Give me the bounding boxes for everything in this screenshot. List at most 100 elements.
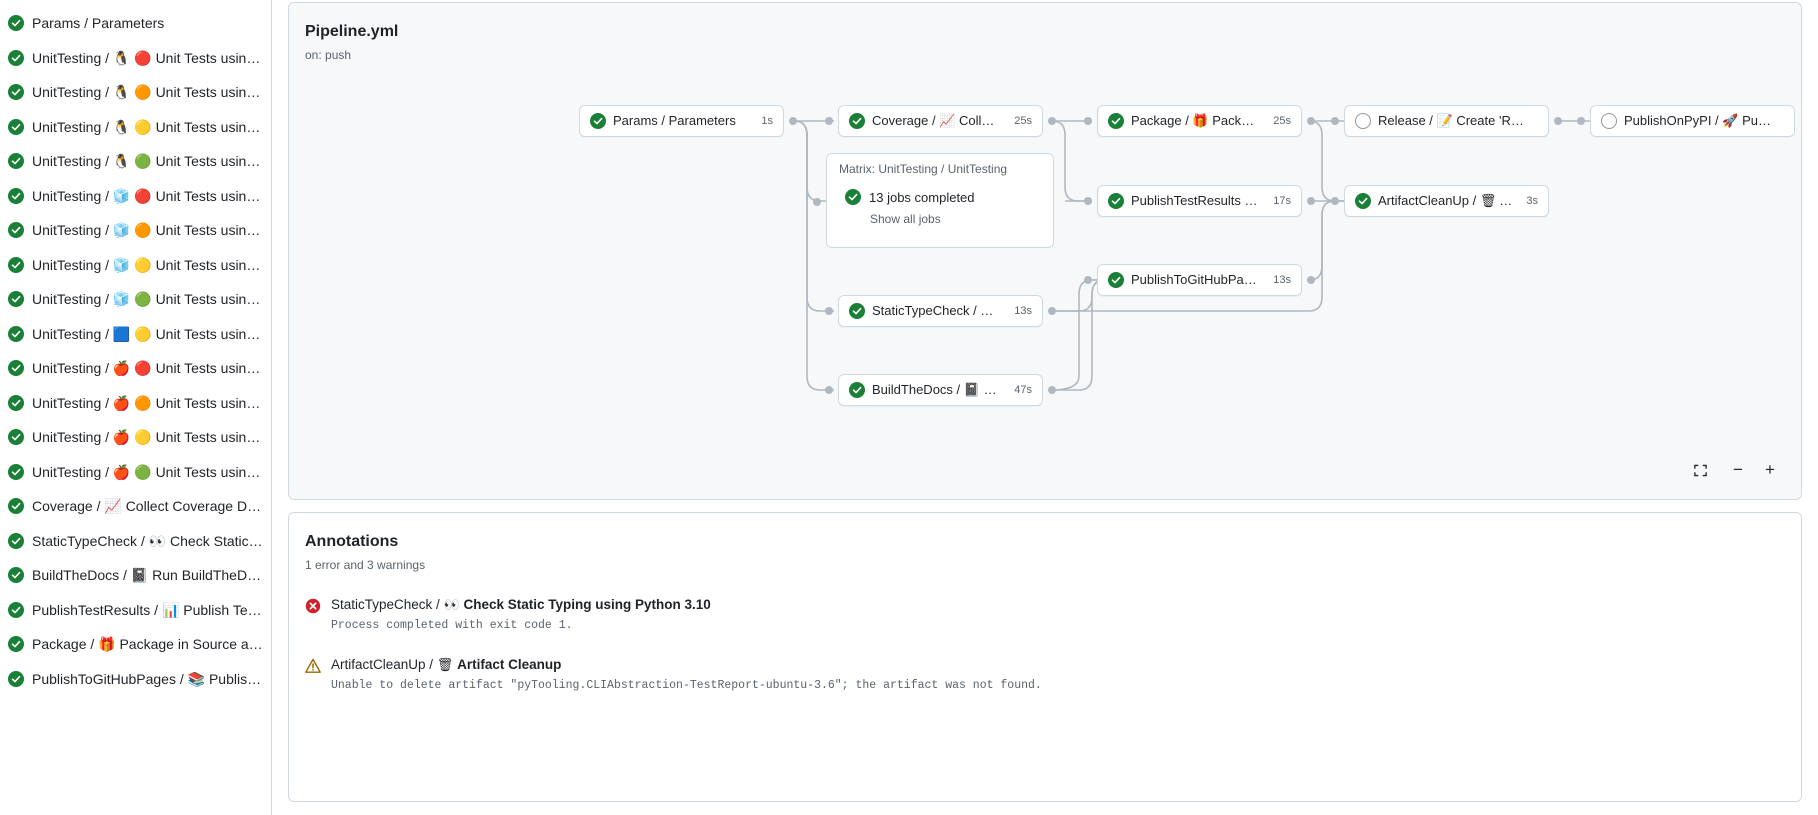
node-input-port <box>1084 197 1092 205</box>
sidebar-item-job[interactable]: UnitTesting / 🐧 🟡 Unit Tests using Pyth… <box>0 110 271 145</box>
show-all-jobs-link[interactable]: Show all jobs <box>870 212 941 226</box>
success-check-icon <box>8 601 24 618</box>
matrix-group-body: 13 jobs completed Show all jobs <box>827 177 1053 226</box>
node-output-port <box>1048 386 1056 394</box>
node-input-port <box>1577 117 1585 125</box>
node-output-port <box>1307 276 1315 284</box>
success-check-icon <box>8 360 24 377</box>
sidebar-item-label: UnitTesting / 🧊 🟠 Unit Tests using Pyth… <box>32 222 263 239</box>
matrix-summary-row[interactable]: 13 jobs completed <box>845 189 1053 205</box>
graph-node-label: Coverage / 📈 Collect Cove… <box>872 113 1001 128</box>
eyes-icon: 👀 <box>443 597 460 612</box>
jobs-sidebar[interactable]: Params / Parameters UnitTesting / 🐧 🔴 Un… <box>0 0 272 815</box>
sidebar-item-label: PublishTestResults / 📊 Publish Test Resu… <box>32 601 263 618</box>
graph-node-package[interactable]: Package / 🎁 Package in So… 25s <box>1084 105 1315 137</box>
sidebar-item-label: UnitTesting / 🍎 🟢 Unit Tests using Pyth… <box>32 463 263 480</box>
annotations-card: Annotations 1 error and 3 warnings Stati… <box>288 512 1802 802</box>
success-check-icon <box>8 84 24 101</box>
success-check-icon <box>8 670 24 687</box>
annotation-heading: StaticTypeCheck / 👀 Check Static Typing … <box>331 595 711 614</box>
sidebar-item-job[interactable]: UnitTesting / 🍎 🔴 Unit Tests using Pyth… <box>0 351 271 386</box>
sidebar-item-job[interactable]: PublishToGitHubPages / 📚 Publish to G… <box>0 662 271 697</box>
graph-node-label: Params / Parameters <box>613 113 736 128</box>
graph-node-duration: 17s <box>1273 195 1291 207</box>
graph-node-duration: 25s <box>1273 115 1291 127</box>
node-output-port <box>1307 117 1315 125</box>
sidebar-item-label: StaticTypeCheck / 👀 Check Static Typing… <box>32 532 263 549</box>
annotation-item-warning[interactable]: ArtifactCleanUp / 🗑 Artifact Cleanup Una… <box>305 655 1785 694</box>
graph-node-publishtestresults[interactable]: PublishTestResults / 📊 Pu… 17s <box>1084 185 1315 217</box>
annotations-title: Annotations <box>305 533 399 550</box>
node-input-port <box>1331 197 1339 205</box>
graph-node-label: Release / 📝 Create 'Release P… <box>1378 113 1525 128</box>
workflow-graph-card[interactable]: Pipeline.yml on: push <box>288 2 1802 500</box>
node-output-port <box>789 117 797 125</box>
sidebar-item-label: UnitTesting / 🐧 🟡 Unit Tests using Pyth… <box>32 118 263 135</box>
node-input-port <box>813 198 821 206</box>
success-check-icon <box>8 498 24 515</box>
zoom-out-button[interactable]: − <box>1733 460 1743 479</box>
graph-node-duration: 13s <box>1273 274 1291 286</box>
main-content: Pipeline.yml on: push <box>272 0 1818 815</box>
annotations-summary: 1 error and 3 warnings <box>305 558 426 572</box>
sidebar-item-job[interactable]: UnitTesting / 🐧 🔴 Unit Tests using Pyth… <box>0 41 271 76</box>
sidebar-item-job[interactable]: PublishTestResults / 📊 Publish Test Resu… <box>0 593 271 628</box>
zoom-buttons-group[interactable]: − + <box>1725 458 1783 482</box>
graph-node-label: PublishOnPyPI / 🚀 Publish to … <box>1624 113 1771 128</box>
graph-zoom-controls[interactable]: − + <box>1687 458 1783 482</box>
sidebar-item-label: UnitTesting / 🐧 🟠 Unit Tests using Pyth… <box>32 84 263 101</box>
sidebar-item-job[interactable]: UnitTesting / 🧊 🟡 Unit Tests using Pyth… <box>0 248 271 283</box>
graph-node-release[interactable]: Release / 📝 Create 'Release P… <box>1331 105 1562 137</box>
graph-node-publishonpypi[interactable]: PublishOnPyPI / 🚀 Publish to … <box>1577 105 1795 137</box>
sidebar-item-job[interactable]: Package / 🎁 Package in Source and Wh… <box>0 627 271 662</box>
sidebar-item-job[interactable]: StaticTypeCheck / 👀 Check Static Typing… <box>0 524 271 559</box>
graph-node-duration: 25s <box>1014 115 1032 127</box>
graph-node-buildthedocs[interactable]: BuildTheDocs / 📓 Run Buil… 47s <box>825 374 1056 406</box>
annotation-step-name: Check Static Typing using Python 3.10 <box>463 597 711 612</box>
pending-circle-icon <box>1355 113 1371 129</box>
graph-node-label: ArtifactCleanUp / 🗑 Artifac… <box>1378 193 1513 208</box>
sidebar-item-job[interactable]: UnitTesting / 🧊 🟢 Unit Tests using Pyth… <box>0 282 271 317</box>
annotation-job: ArtifactCleanUp / <box>331 657 437 672</box>
success-check-icon <box>8 636 24 653</box>
sidebar-item-job[interactable]: Coverage / 📈 Collect Coverage Data usi… <box>0 489 271 524</box>
sidebar-item-job[interactable]: UnitTesting / 🟦 🟡 Unit Tests using Pyth… <box>0 317 271 352</box>
annotation-text-block: StaticTypeCheck / 👀 Check Static Typing … <box>331 595 711 634</box>
graph-node-params[interactable]: Params / Parameters 1s <box>579 105 797 137</box>
success-check-icon <box>8 118 24 135</box>
sidebar-item-label: BuildTheDocs / 📓 Run BuildTheDocs <box>32 567 263 584</box>
trash-icon: 🗑 <box>436 657 454 672</box>
success-check-icon <box>849 382 865 398</box>
success-check-icon <box>845 189 861 205</box>
sidebar-item-label: UnitTesting / 🐧 🔴 Unit Tests using Pyth… <box>32 49 263 66</box>
sidebar-item-job[interactable]: Params / Parameters <box>0 6 271 41</box>
sidebar-item-job[interactable]: UnitTesting / 🍎 🟡 Unit Tests using Pyth… <box>0 420 271 455</box>
graph-canvas[interactable]: Params / Parameters 1s Coverage / 📈 Coll… <box>289 3 1801 499</box>
sidebar-item-label: Coverage / 📈 Collect Coverage Data usi… <box>32 498 263 515</box>
graph-node-statictypecheck[interactable]: StaticTypeCheck / 👀 Chec… 13s <box>825 295 1056 327</box>
fullscreen-icon[interactable] <box>1687 458 1713 482</box>
matrix-group-unittesting[interactable]: Matrix: UnitTesting / UnitTesting 13 job… <box>813 153 1054 248</box>
graph-node-coverage[interactable]: Coverage / 📈 Collect Cove… 25s <box>825 105 1056 137</box>
sidebar-item-job[interactable]: UnitTesting / 🐧 🟠 Unit Tests using Pyth… <box>0 75 271 110</box>
matrix-group-title: Matrix: UnitTesting / UnitTesting <box>839 162 1008 176</box>
sidebar-item-job[interactable]: UnitTesting / 🍎 🟠 Unit Tests using Pyth… <box>0 386 271 421</box>
sidebar-item-job[interactable]: BuildTheDocs / 📓 Run BuildTheDocs <box>0 558 271 593</box>
sidebar-item-job[interactable]: UnitTesting / 🐧 🟢 Unit Tests using Pyth… <box>0 144 271 179</box>
node-input-port <box>825 386 833 394</box>
node-output-port <box>1048 117 1056 125</box>
sidebar-item-job[interactable]: UnitTesting / 🧊 🔴 Unit Tests using Pyth… <box>0 179 271 214</box>
zoom-in-button[interactable]: + <box>1765 460 1775 479</box>
annotation-message: Unable to delete artifact "pyTooling.CLI… <box>331 679 1042 692</box>
graph-node-publishtogithubpages[interactable]: PublishToGitHubPages / 📚 … 13s <box>1084 264 1315 296</box>
sidebar-item-job[interactable]: UnitTesting / 🍎 🟢 Unit Tests using Pyth… <box>0 455 271 490</box>
sidebar-item-job[interactable]: UnitTesting / 🧊 🟠 Unit Tests using Pyth… <box>0 213 271 248</box>
annotation-item-error[interactable]: StaticTypeCheck / 👀 Check Static Typing … <box>305 595 1785 634</box>
sidebar-item-label: UnitTesting / 🟦 🟡 Unit Tests using Pyth… <box>32 325 263 342</box>
node-input-port <box>1331 117 1339 125</box>
success-check-icon <box>8 256 24 273</box>
success-check-icon <box>849 303 865 319</box>
graph-node-label: StaticTypeCheck / 👀 Chec… <box>872 303 1001 318</box>
graph-node-artifactcleanup[interactable]: ArtifactCleanUp / 🗑 Artifac… 3s <box>1331 185 1549 217</box>
graph-node-label: BuildTheDocs / 📓 Run Buil… <box>872 382 1001 397</box>
